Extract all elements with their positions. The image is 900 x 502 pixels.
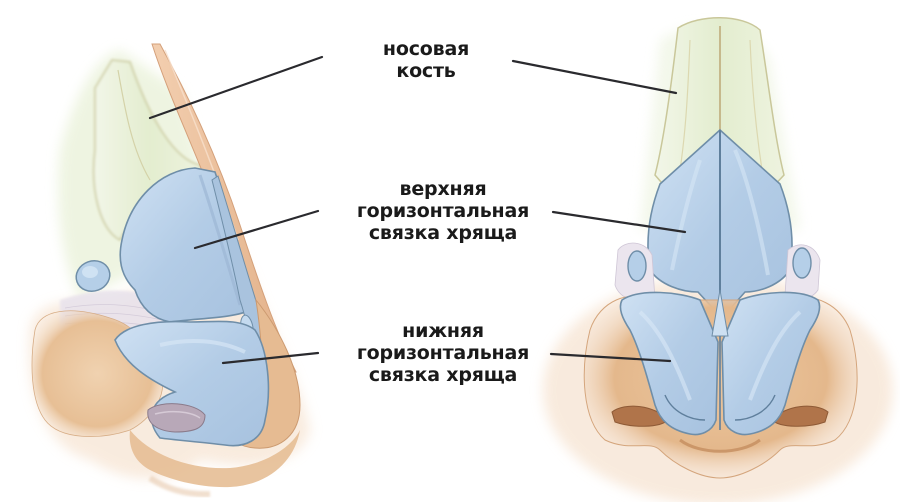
- leader-upper-cartilage-left: [193, 209, 320, 250]
- leader-lower-cartilage-right: [549, 352, 672, 363]
- label-line: носовая: [382, 38, 470, 60]
- label-line: горизонтальная: [356, 342, 530, 364]
- label-line: горизонтальная: [356, 200, 530, 222]
- front-view-nose: [543, 17, 893, 502]
- leader-lower-cartilage-left: [221, 351, 320, 365]
- leader-lines: [148, 55, 687, 365]
- label-line: кость: [396, 60, 456, 82]
- label-lower-lateral-cartilage: нижняя горизонтальная связка хряща: [325, 320, 561, 386]
- label-line: связка хряща: [368, 364, 518, 386]
- label-line: нижняя: [402, 320, 484, 342]
- label-upper-lateral-cartilage: верхняя горизонтальная связка хряща: [325, 178, 561, 244]
- leader-upper-cartilage-right: [551, 210, 687, 234]
- side-view-nose: [29, 43, 311, 498]
- leader-nasal-bone-left: [148, 55, 324, 120]
- label-line: связка хряща: [368, 222, 518, 244]
- leader-nasal-bone-right: [511, 59, 678, 95]
- label-line: верхняя: [399, 178, 487, 200]
- label-nasal-bone: носовая кость: [346, 38, 506, 82]
